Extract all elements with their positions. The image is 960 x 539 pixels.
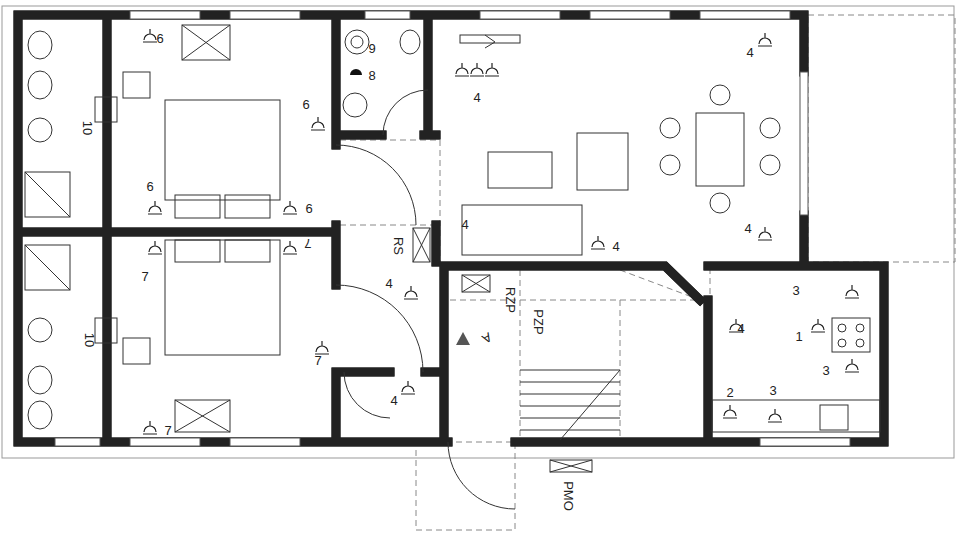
- callout-number: 1: [795, 330, 802, 343]
- callout-number: 6: [146, 180, 153, 193]
- callout-number: 7: [304, 237, 311, 250]
- callout-number: 4: [461, 218, 468, 231]
- callout-number: RS: [392, 237, 405, 255]
- callout-number: 7: [164, 424, 171, 437]
- callout-number: 9: [368, 42, 375, 55]
- callout-number: 7: [314, 354, 321, 367]
- callout-number: RZP: [504, 287, 517, 313]
- callout-number: 3: [792, 284, 799, 297]
- callout-number: 4: [737, 322, 744, 335]
- callout-number: 4: [612, 240, 619, 253]
- callout-number: PZP: [532, 309, 545, 334]
- callout-number: PMO: [562, 481, 575, 511]
- callout-number: 6: [302, 98, 309, 111]
- callout-number: 3: [822, 364, 829, 377]
- callout-number: 6: [305, 202, 312, 215]
- callout-number: 4: [744, 222, 751, 235]
- callout-number: 8: [368, 69, 375, 82]
- callout-number: 4: [746, 46, 753, 59]
- callout-number: 4: [473, 91, 480, 104]
- callout-number: A: [480, 330, 494, 346]
- callout-number: 6: [156, 32, 163, 45]
- callout-number: 4: [390, 394, 397, 407]
- callout-number: 2: [726, 386, 733, 399]
- callout-number: 4: [385, 277, 392, 290]
- callout-number: 7: [141, 270, 148, 283]
- callout-number: 10: [81, 121, 94, 135]
- callout-number: 3: [769, 384, 776, 397]
- callout-number: 10: [83, 333, 96, 347]
